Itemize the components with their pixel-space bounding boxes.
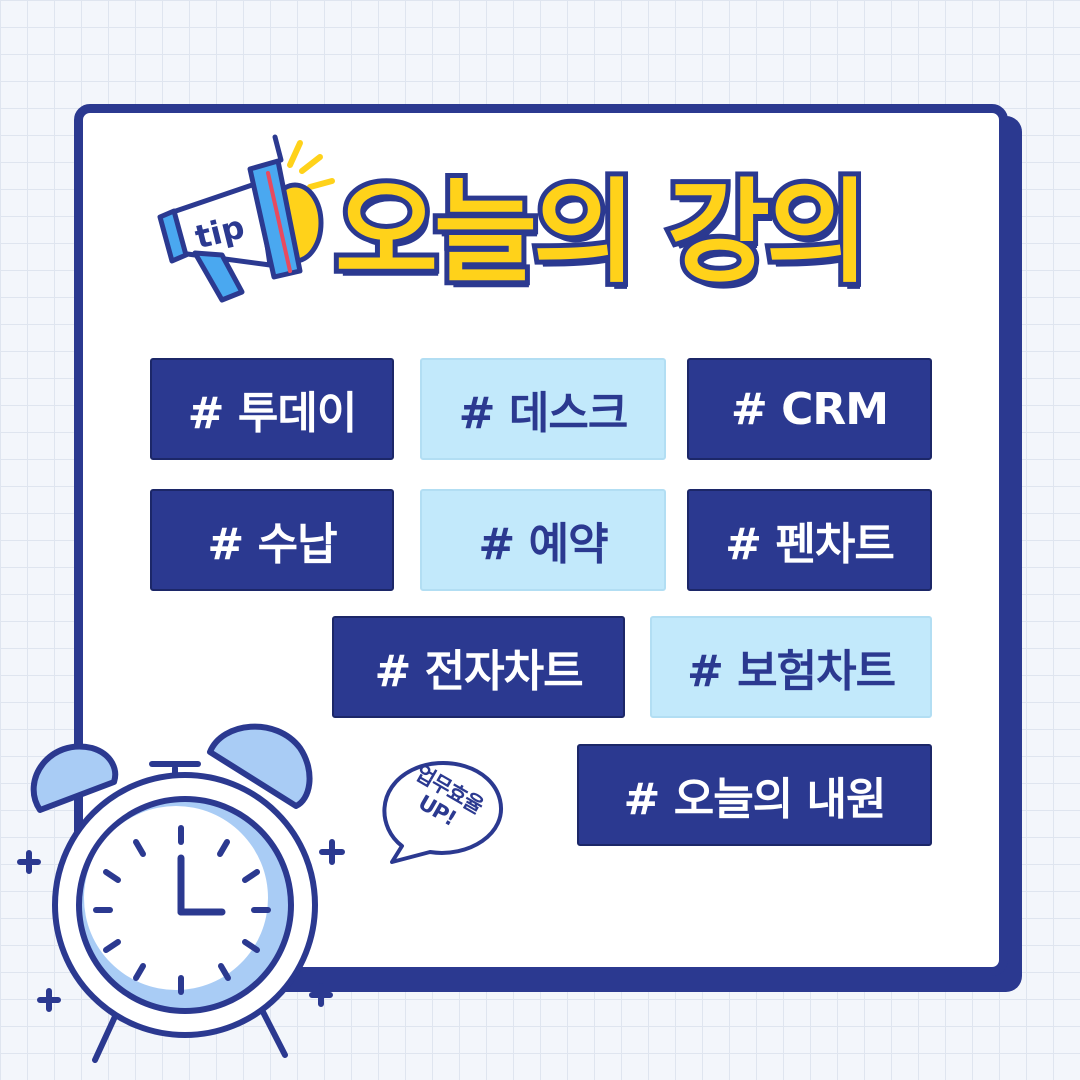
tag-today[interactable]: # 투데이 [150,358,394,460]
page-title: 오늘의 강의 [330,163,874,303]
megaphone-icon: tip [157,134,335,303]
tag-payment[interactable]: # 수납 [150,489,394,591]
tag-desk[interactable]: # 데스크 [420,358,666,460]
tag-pen-chart[interactable]: # 펜차트 [687,489,932,591]
tag-booking[interactable]: # 예약 [420,489,666,591]
speech-bubble [382,761,504,864]
tag-insurance-chart[interactable]: # 보험차트 [650,616,932,718]
tag-today-visit[interactable]: # 오늘의 내원 [577,744,932,846]
tag-electronic-chart[interactable]: # 전자차트 [332,616,625,718]
alarm-clock-icon [17,723,345,1063]
tag-crm[interactable]: # CRM [687,358,932,460]
